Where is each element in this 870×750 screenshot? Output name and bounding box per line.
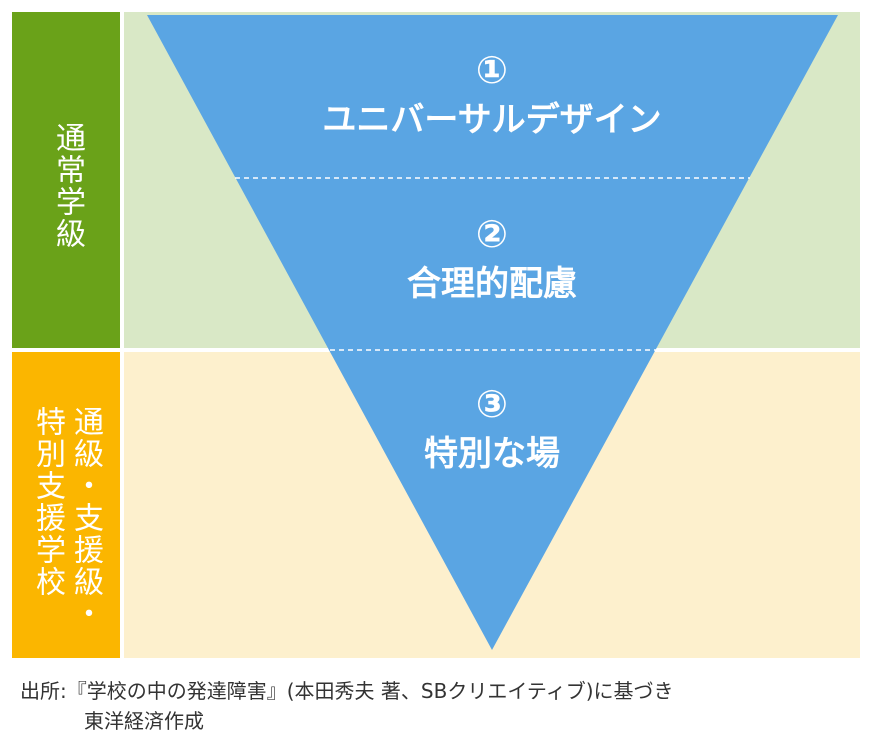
tier-1-number: ① xyxy=(475,48,509,92)
tier-3-number: ③ xyxy=(475,382,509,426)
tier-3: ③ 特別な場 xyxy=(242,382,742,475)
regular-class-label: 通常学級 xyxy=(50,122,85,250)
source-caption: 出所:『学校の中の発達障害』(本田秀夫 著、SBクリエイティブ)に基づき 東洋経… xyxy=(20,676,674,736)
tier-2: ② 合理的配慮 xyxy=(242,212,742,305)
tier-1-label: ユニバーサルデザイン xyxy=(322,100,662,140)
caption-line-1: 出所:『学校の中の発達障害』(本田秀夫 著、SBクリエイティブ)に基づき xyxy=(20,679,674,703)
inverted-triangle xyxy=(147,15,838,650)
tier-2-label: 合理的配慮 xyxy=(407,264,577,304)
regular-class-label-box: 通常学級 xyxy=(12,12,120,348)
special-support-label-box: 通級・支援級・特別支援学校 xyxy=(12,352,120,658)
special-support-label: 通級・支援級・特別支援学校 xyxy=(30,406,103,630)
tier-1: ① ユニバーサルデザイン xyxy=(242,48,742,141)
tier-2-number: ② xyxy=(475,212,509,256)
caption-line-2: 東洋経済作成 xyxy=(84,709,204,733)
tier-3-label: 特別な場 xyxy=(424,434,560,474)
